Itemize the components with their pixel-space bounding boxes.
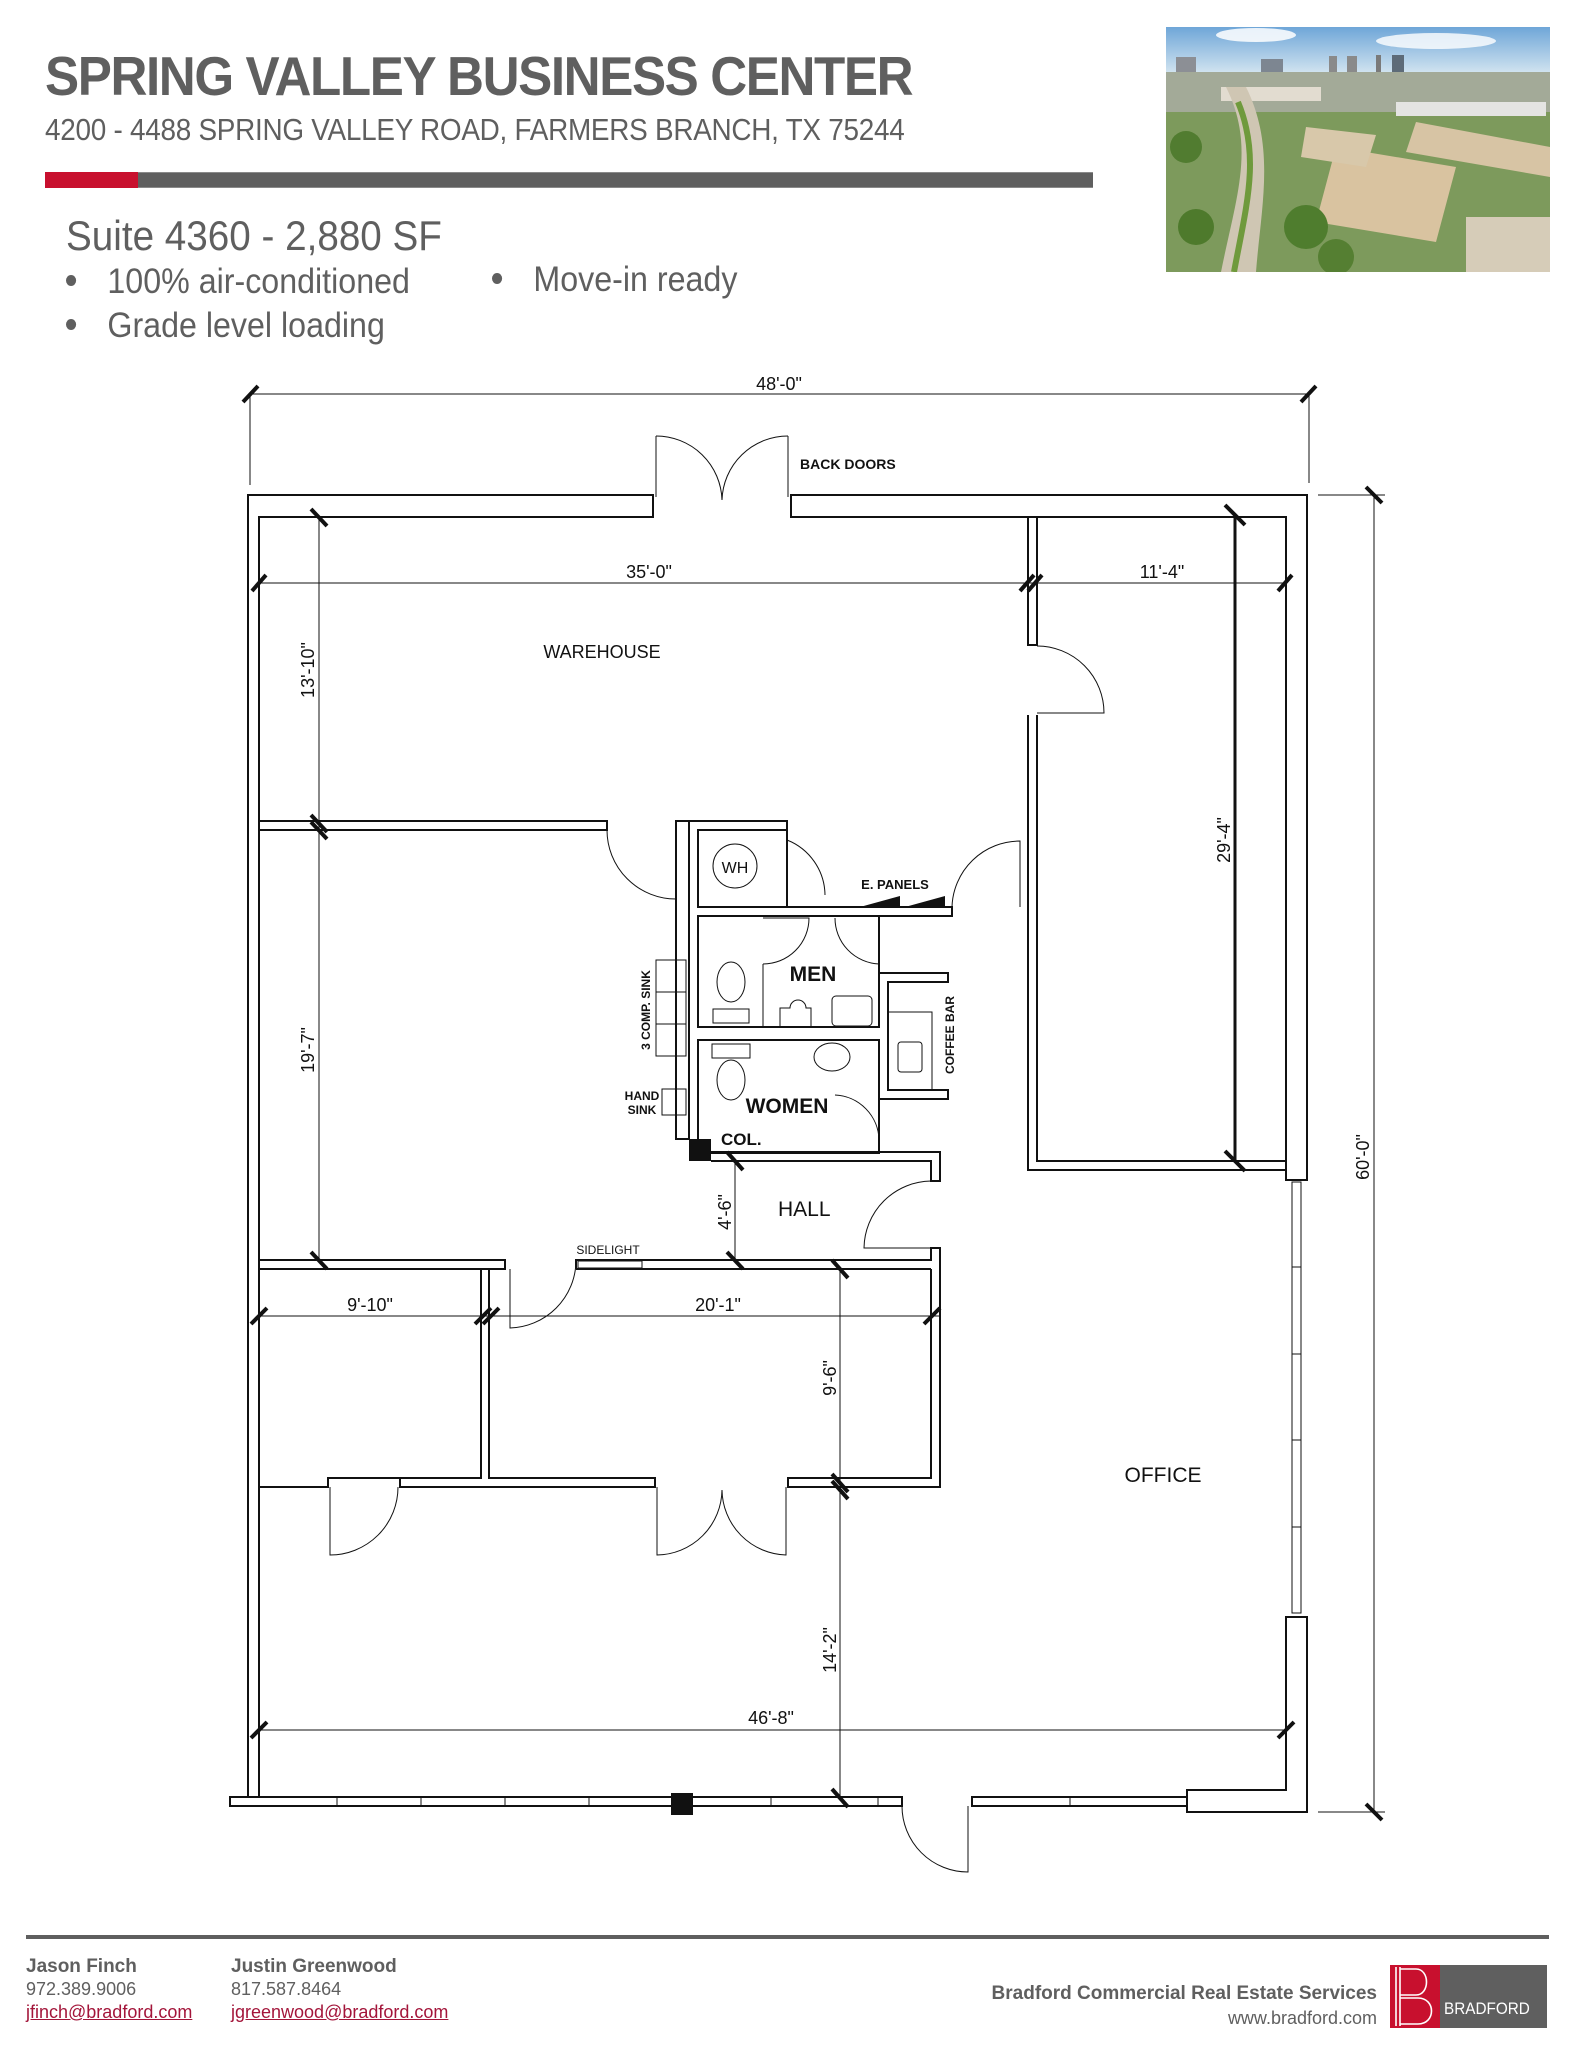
room-warehouse: WAREHOUSE: [543, 642, 660, 662]
label-hand-sink: SINK: [628, 1103, 657, 1117]
dim-front-width: 46'-8": [748, 1708, 794, 1728]
dim-conference-depth: 9'-6": [820, 1360, 840, 1396]
label-column: COL.: [721, 1130, 762, 1149]
dim-conference-width: 20'-1": [695, 1295, 741, 1315]
room-office: OFFICE: [1125, 1464, 1202, 1487]
dim-overall-depth: 60'-0": [1353, 1134, 1373, 1180]
contact-email-link[interactable]: jfinch@bradford.com: [26, 2002, 193, 2022]
floor-plan: 48'-0" BACK DOORS 35'-0" 11'-4" WAREHOUS…: [229, 374, 1385, 1873]
contact-name: Jason Finch: [26, 1956, 137, 1977]
contact-email-link[interactable]: jgreenwood@bradford.com: [231, 2002, 449, 2022]
room-men: MEN: [790, 963, 837, 986]
dim-warehouse-depth: 13'-10": [298, 642, 318, 698]
bradford-logo: BRADFORD: [1390, 1965, 1547, 2028]
contact-phone[interactable]: 817.587.8464: [231, 1979, 342, 1999]
contact-phone[interactable]: 972.389.9006: [26, 1979, 137, 1999]
logo-b-mark: [1390, 1965, 1440, 2028]
dim-hall-width: 4'-6": [715, 1194, 735, 1230]
feature-item: Move-in ready: [492, 260, 737, 300]
company-name: Bradford Commercial Real Estate Services: [991, 1983, 1377, 2004]
dim-overall-width: 48'-0": [756, 374, 802, 394]
dim-front-depth: 14'-2": [820, 1627, 840, 1673]
contact-card-jason: Jason Finch 972.389.9006 jfinch@bradford…: [26, 1955, 192, 2024]
label-hand-sink: HAND: [625, 1089, 660, 1103]
feature-item: Grade level loading: [66, 306, 385, 346]
logo-wordmark: BRADFORD: [1444, 1999, 1530, 2018]
room-women: WOMEN: [746, 1095, 829, 1118]
label-coffee-bar: COFFEE BAR: [943, 996, 957, 1074]
dim-middle-depth: 19'-7": [298, 1027, 318, 1073]
company-website-link[interactable]: www.bradford.com: [1227, 2008, 1377, 2028]
header-divider-accent: [45, 172, 138, 188]
b-letter-icon: [1395, 1967, 1433, 2026]
label-sidelight: SIDELIGHT: [576, 1243, 640, 1257]
footer-divider: [26, 1935, 1549, 1939]
room-hall: HALL: [778, 1198, 831, 1221]
label-back-doors: BACK DOORS: [800, 456, 896, 472]
page-title: SPRING VALLEY BUSINESS CENTER: [45, 45, 914, 107]
logo-wordmark-bg: [1440, 1965, 1547, 2028]
dim-side-room-depth: 29'-4": [1214, 817, 1234, 863]
property-address: 4200 - 4488 SPRING VALLEY ROAD, FARMERS …: [45, 112, 905, 147]
dim-side-room-width: 11'-4": [1140, 562, 1185, 582]
dim-warehouse-width: 35'-0": [626, 562, 672, 582]
label-comp-sink: 3 COMP. SINK: [639, 970, 653, 1050]
contact-name: Justin Greenwood: [231, 1956, 397, 1977]
suite-heading: Suite 4360 - 2,880 SF: [66, 212, 442, 259]
contact-card-justin: Justin Greenwood 817.587.8464 jgreenwood…: [231, 1955, 448, 2024]
aerial-photo: [1166, 27, 1550, 272]
bullet-icon: [66, 319, 77, 331]
feature-item: 100% air-conditioned: [66, 262, 410, 302]
dim-small-office-width: 9'-10": [347, 1295, 393, 1315]
bullet-icon: [492, 273, 503, 285]
label-e-panels: E. PANELS: [861, 877, 929, 892]
aerial-photo-illustration: [1166, 27, 1550, 272]
label-water-heater: WH: [722, 860, 749, 877]
header-divider: [45, 172, 1093, 188]
company-block: Bradford Commercial Real Estate Services…: [992, 1982, 1377, 2030]
bullet-icon: [66, 275, 77, 287]
